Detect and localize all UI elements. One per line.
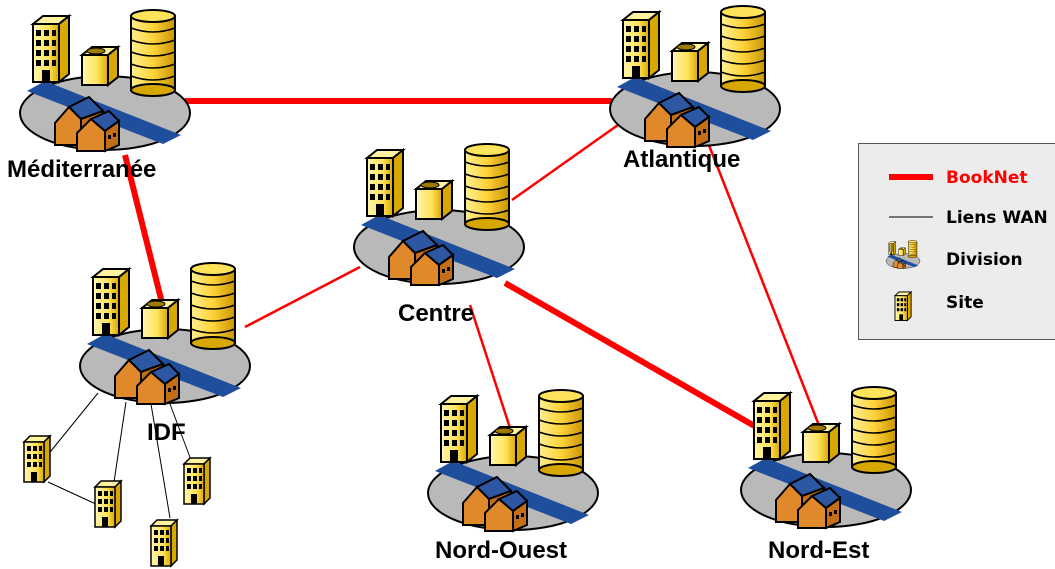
wan-idf-site-2: [113, 401, 127, 483]
site-node-1: [23, 435, 51, 483]
link-centre-atlantique: [511, 118, 626, 202]
division-node-idf: [79, 262, 251, 405]
legend-site-label: Site: [946, 293, 984, 313]
links-layer: [41, 98, 822, 519]
legend-division-label: Division: [946, 250, 1023, 270]
label-centre: Centre: [398, 300, 475, 327]
wan-idf-site-3: [150, 403, 171, 519]
wan-site-1-site-2: [47, 481, 99, 506]
link-centre-idf: [244, 265, 361, 329]
wan-idf-site-1: [41, 392, 99, 463]
division-node-centre: [353, 143, 525, 286]
label-idf: IDF: [147, 419, 186, 446]
legend: BookNet Liens WAN Division Site: [858, 143, 1055, 340]
division-node-nord-ouest: [427, 389, 599, 532]
legend-symbols: [885, 174, 933, 321]
site-node-2: [94, 480, 122, 528]
legend-wan-label: Liens WAN: [946, 208, 1048, 228]
site-icon: [894, 291, 912, 321]
legend-booknet-label: BookNet: [946, 168, 1028, 188]
site-node-3: [183, 457, 211, 505]
division-node-nord-est: [740, 386, 912, 529]
label-mediterranee: Méditerranée: [7, 156, 157, 183]
division-node-mediterranee: [19, 9, 191, 152]
label-nord-ouest: Nord-Ouest: [435, 537, 567, 564]
label-nord-est: Nord-Est: [768, 537, 870, 564]
site-node-4: [150, 519, 178, 567]
wan-idf-site-4: [169, 403, 192, 461]
link-centre-nord-ouest: [468, 304, 512, 429]
link-mediterranee-idf: [122, 154, 168, 316]
link-atlantique-nord-est: [701, 129, 822, 429]
link-centre-nord-est: [503, 280, 760, 431]
division-node-atlantique: [609, 5, 781, 148]
label-atlantique: Atlantique: [623, 146, 741, 173]
division-icon: [885, 240, 921, 269]
